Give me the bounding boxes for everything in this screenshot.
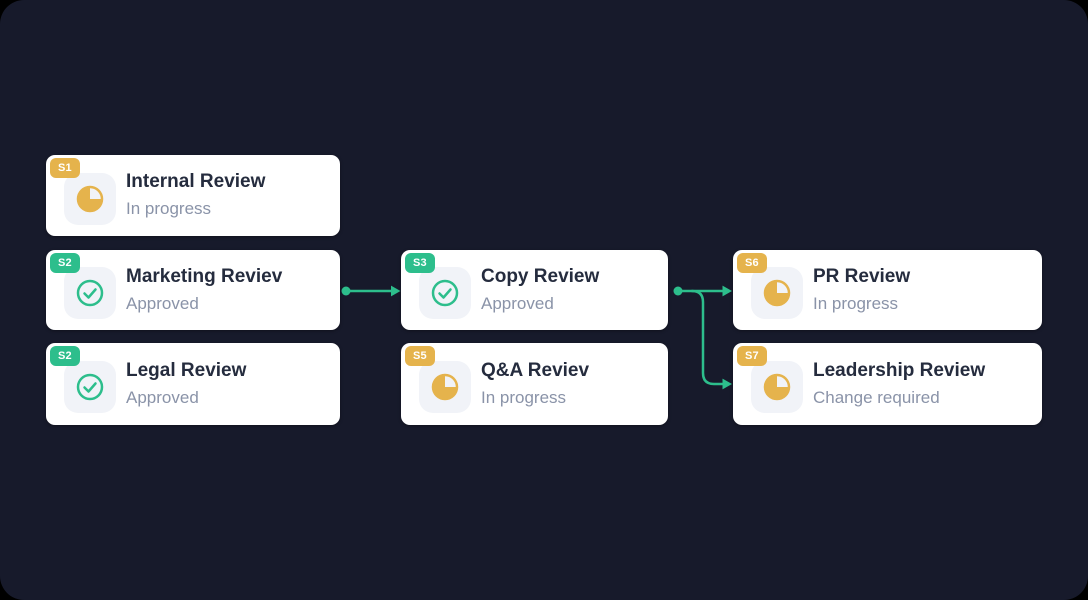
- node-icon-box: [751, 267, 803, 319]
- node-title: PR Review: [813, 265, 911, 287]
- node-status: In progress: [813, 293, 899, 313]
- check-circle-icon: [431, 279, 459, 307]
- pie-progress-icon: [431, 373, 459, 401]
- stage-badge: S2: [50, 346, 80, 366]
- stage-badge: S2: [50, 253, 80, 273]
- workflow-node-qa-review[interactable]: S5 Q&A Reviev In progress: [401, 343, 668, 425]
- workflow-node-copy-review[interactable]: S3 Copy Review Approved: [401, 250, 668, 330]
- node-title: Marketing Reviev: [126, 265, 283, 287]
- node-title: Legal Review: [126, 359, 247, 381]
- check-circle-icon: [76, 373, 104, 401]
- node-status: In progress: [481, 387, 567, 407]
- workflow-node-pr-review[interactable]: S6 PR Review In progress: [733, 250, 1042, 330]
- node-icon-box: [751, 361, 803, 413]
- workflow-node-internal-review[interactable]: S1 Internal Review In progress: [46, 155, 340, 236]
- edge-copy-to-pr: [673, 285, 732, 297]
- node-status: Approved: [126, 293, 199, 313]
- node-status: Approved: [126, 387, 199, 407]
- stage-badge: S7: [737, 346, 767, 366]
- pie-progress-icon: [763, 373, 791, 401]
- stage-badge: S1: [50, 158, 80, 178]
- edge-marketing-to-copy: [341, 285, 401, 297]
- node-icon-box: [64, 361, 116, 413]
- node-status: Change required: [813, 387, 940, 407]
- edge-copy-to-leadership: [690, 289, 732, 390]
- node-icon-box: [64, 267, 116, 319]
- node-status: In progress: [126, 199, 212, 219]
- workflow-node-legal-review[interactable]: S2 Legal Review Approved: [46, 343, 340, 425]
- stage-badge: S6: [737, 253, 767, 273]
- node-title: Q&A Reviev: [481, 359, 590, 381]
- node-icon-box: [419, 267, 471, 319]
- stage-badge: S5: [405, 346, 435, 366]
- node-status: Approved: [481, 293, 554, 313]
- stage-badge: S3: [405, 253, 435, 273]
- node-title: Internal Review: [126, 171, 266, 193]
- workflow-node-marketing-review[interactable]: S2 Marketing Reviev Approved: [46, 250, 340, 330]
- workflow-node-leadership-review[interactable]: S7 Leadership Review Change required: [733, 343, 1042, 425]
- node-icon-box: [64, 172, 116, 225]
- node-title: Leadership Review: [813, 359, 986, 381]
- node-title: Copy Review: [481, 265, 600, 287]
- pie-progress-icon: [763, 279, 791, 307]
- pie-progress-icon: [76, 185, 104, 212]
- check-circle-icon: [76, 279, 104, 307]
- node-icon-box: [419, 361, 471, 413]
